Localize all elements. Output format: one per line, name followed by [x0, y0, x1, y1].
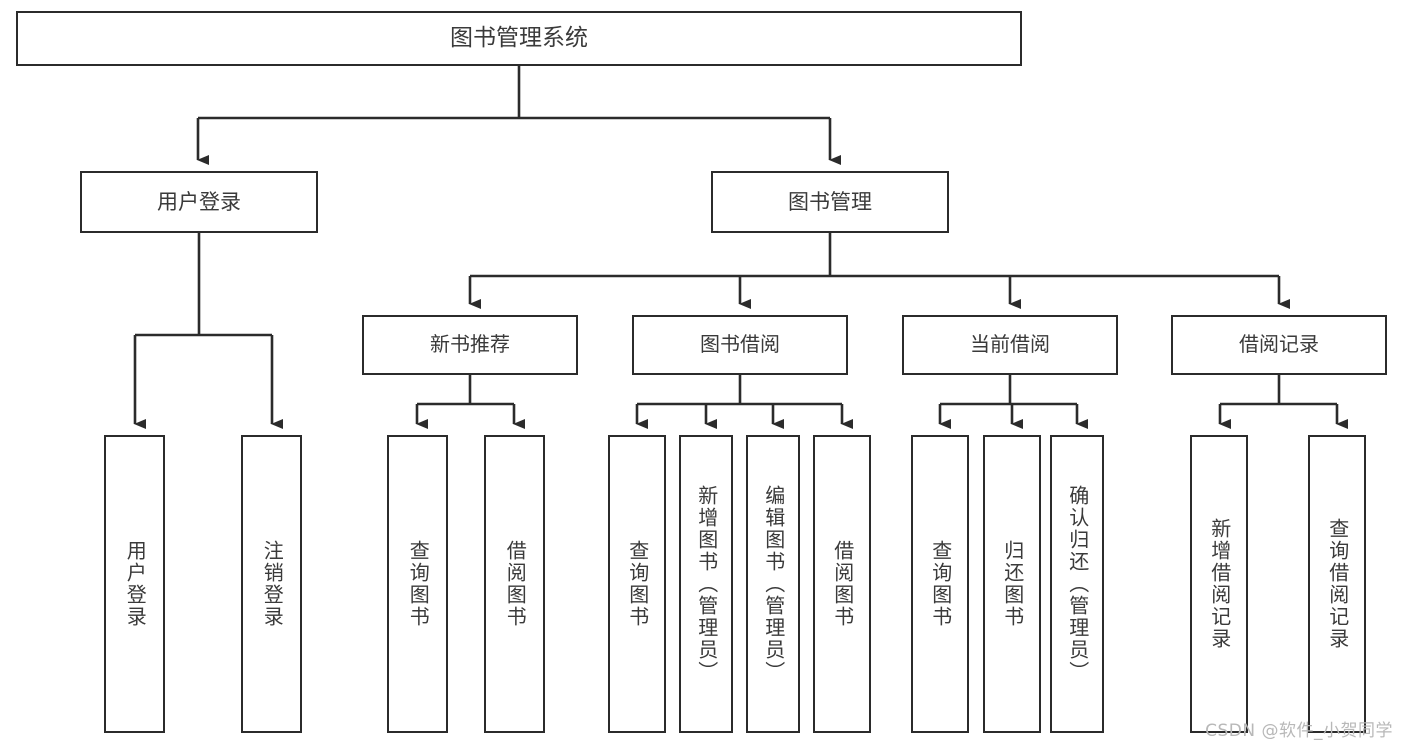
- node-leaf-borrow-book-1[interactable]: 借阅图书: [484, 435, 545, 733]
- node-leaf-confirm-return-label: 确认归还（管理员）: [1065, 485, 1090, 683]
- node-leaf-add-record[interactable]: 新增借阅记录: [1190, 435, 1248, 733]
- node-root-label: 图书管理系统: [450, 24, 588, 51]
- node-leaf-return-book[interactable]: 归还图书: [983, 435, 1041, 733]
- node-root[interactable]: 图书管理系统: [16, 11, 1022, 66]
- node-leaf-query-book-1[interactable]: 查询图书: [387, 435, 448, 733]
- node-leaf-add-book-label: 新增图书（管理员）: [694, 485, 719, 683]
- node-new-book-recommend[interactable]: 新书推荐: [362, 315, 578, 375]
- node-book-borrow[interactable]: 图书借阅: [632, 315, 848, 375]
- node-leaf-query-book-3[interactable]: 查询图书: [911, 435, 969, 733]
- node-leaf-query-book-3-label: 查询图书: [928, 540, 953, 628]
- node-book-manage-label: 图书管理: [788, 189, 872, 214]
- node-leaf-borrow-book-2-label: 借阅图书: [830, 540, 855, 628]
- node-leaf-return-book-label: 归还图书: [1000, 540, 1025, 628]
- node-leaf-query-book-2-label: 查询图书: [625, 540, 650, 628]
- node-borrow-record-label: 借阅记录: [1239, 332, 1319, 357]
- node-leaf-add-record-label: 新增借阅记录: [1207, 518, 1232, 650]
- node-leaf-query-book-1-label: 查询图书: [406, 540, 431, 628]
- node-current-borrow-label: 当前借阅: [970, 332, 1050, 357]
- node-leaf-user-login[interactable]: 用户登录: [104, 435, 165, 733]
- node-leaf-borrow-book-2[interactable]: 借阅图书: [813, 435, 871, 733]
- node-leaf-query-record-label: 查询借阅记录: [1325, 518, 1350, 650]
- node-leaf-query-record[interactable]: 查询借阅记录: [1308, 435, 1366, 733]
- node-borrow-record[interactable]: 借阅记录: [1171, 315, 1387, 375]
- node-current-borrow[interactable]: 当前借阅: [902, 315, 1118, 375]
- node-leaf-add-book[interactable]: 新增图书（管理员）: [679, 435, 733, 733]
- node-leaf-borrow-book-1-label: 借阅图书: [503, 540, 528, 628]
- node-book-manage[interactable]: 图书管理: [711, 171, 949, 233]
- node-leaf-logout[interactable]: 注销登录: [241, 435, 302, 733]
- node-leaf-edit-book-label: 编辑图书（管理员）: [761, 485, 786, 683]
- node-user-login[interactable]: 用户登录: [80, 171, 318, 233]
- node-leaf-logout-label: 注销登录: [260, 540, 285, 628]
- node-leaf-user-login-label: 用户登录: [123, 540, 148, 628]
- node-leaf-query-book-2[interactable]: 查询图书: [608, 435, 666, 733]
- node-leaf-edit-book[interactable]: 编辑图书（管理员）: [746, 435, 800, 733]
- node-leaf-confirm-return[interactable]: 确认归还（管理员）: [1050, 435, 1104, 733]
- watermark: CSDN @软件_小贺同学: [1205, 721, 1393, 741]
- node-book-borrow-label: 图书借阅: [700, 332, 780, 357]
- node-new-book-recommend-label: 新书推荐: [430, 332, 510, 357]
- node-user-login-label: 用户登录: [157, 189, 241, 214]
